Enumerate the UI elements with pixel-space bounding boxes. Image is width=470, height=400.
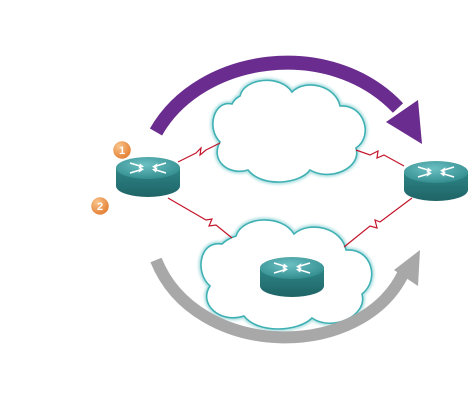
arrow-icon [150,250,420,344]
step-badge-1: 1 [111,139,133,161]
router-icon [403,160,469,202]
step-badge-2: 2 [89,195,111,217]
step-badge-2-label: 2 [97,201,103,213]
router-icon [259,256,325,298]
arrow-icon [149,55,422,144]
serial-link-icon [167,142,413,248]
cloud-icon [210,77,368,185]
router-icon [115,156,181,198]
step-badge-1-label: 1 [119,145,125,157]
